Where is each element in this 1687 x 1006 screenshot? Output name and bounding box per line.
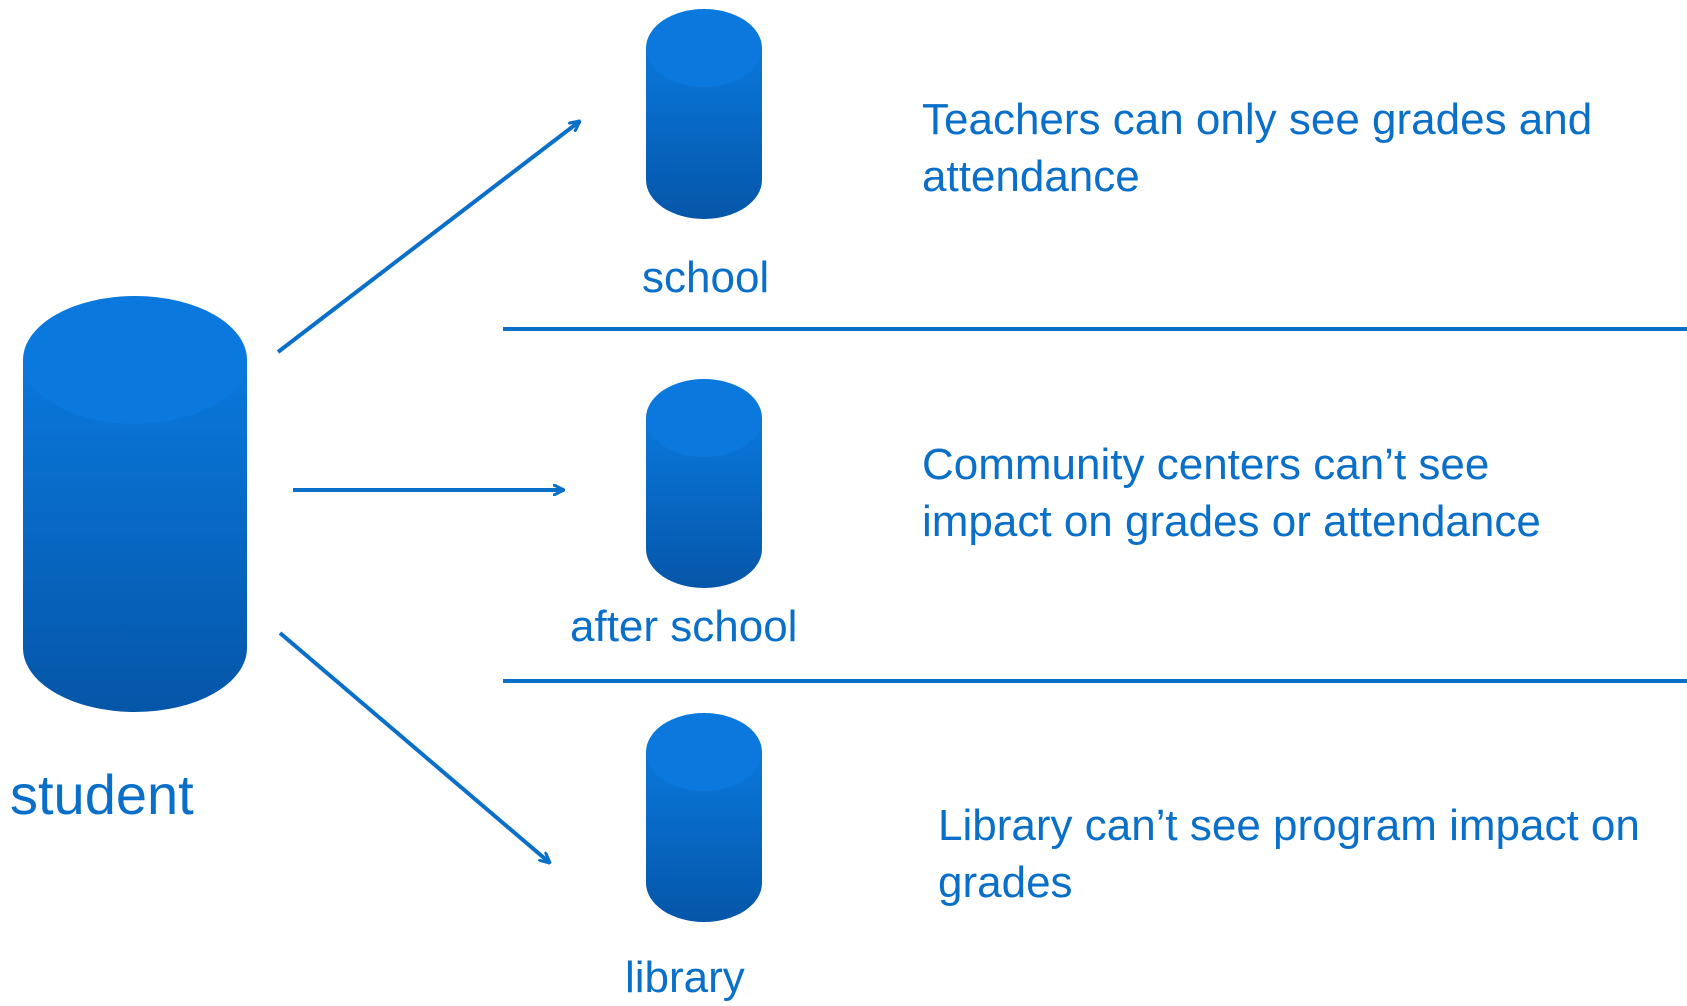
after-school-description: Community centers can’t see impact on gr…	[922, 440, 1541, 546]
after-school-database-icon	[646, 379, 762, 588]
after-school-label: after school	[570, 602, 798, 651]
library-database-icon	[646, 713, 762, 922]
school-database-icon	[646, 9, 762, 219]
library-description: Library can’t see program impact on grad…	[938, 801, 1640, 907]
library-label: library	[625, 953, 745, 1002]
school-label: school	[642, 253, 770, 302]
arrow-to-library	[278, 631, 550, 865]
student-database-icon	[23, 296, 247, 712]
student-label: student	[10, 763, 194, 826]
arrow-to-school	[276, 119, 580, 354]
school-description: Teachers can only see grades and attenda…	[922, 95, 1593, 201]
